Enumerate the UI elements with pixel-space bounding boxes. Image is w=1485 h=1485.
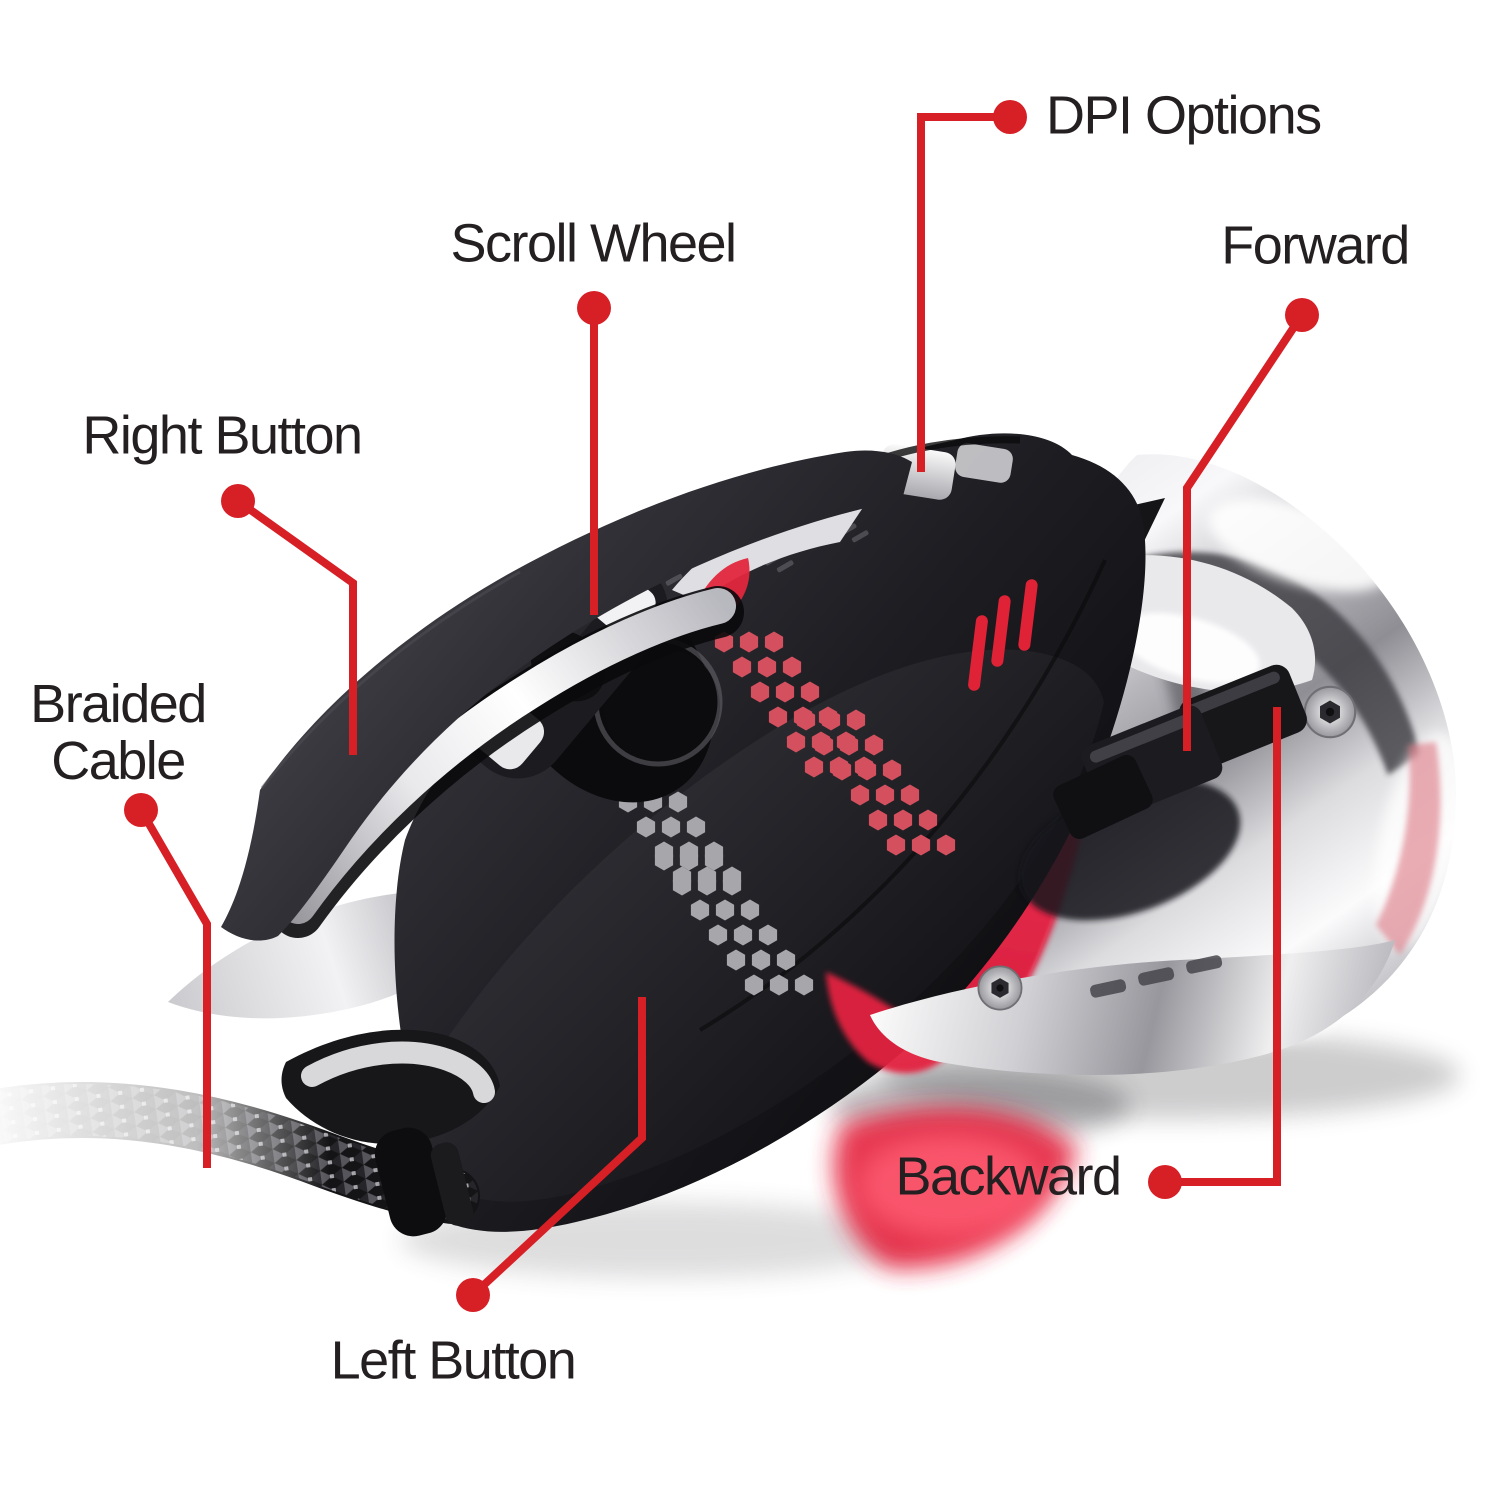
callouts: [124, 100, 1319, 1312]
side-buttons: [1019, 664, 1307, 921]
callout-line-right-button: [235, 497, 357, 755]
callout-dot-forward: [1285, 298, 1319, 332]
cable-strain-relief: [374, 1127, 448, 1237]
callout-line-forward: [1183, 312, 1306, 751]
label-braided-cable-line2: Cable: [51, 730, 186, 791]
callout-line-backward: [1165, 707, 1281, 1186]
label-braided-cable-line1: Braided: [30, 674, 207, 735]
label-right-button: Right Button: [82, 405, 363, 466]
callout-dot-dpi-options: [993, 100, 1027, 134]
label-forward: Forward: [1221, 215, 1410, 276]
label-scroll-wheel: Scroll Wheel: [450, 213, 737, 274]
label-braided-cable: Braided Cable: [30, 674, 207, 791]
callout-dot-backward: [1148, 1165, 1182, 1199]
screw: [1303, 685, 1357, 739]
left-button: [416, 649, 1105, 1202]
braided-cable: [0, 1078, 480, 1237]
red-slashes: [968, 579, 1038, 691]
callout-dot-right-button: [221, 484, 255, 518]
label-backward: Backward: [895, 1146, 1122, 1207]
screw: [977, 965, 1023, 1011]
callout-dot-braided-cable: [124, 793, 158, 827]
chrome-jaw: [826, 940, 1395, 1075]
callout-dot-scroll-wheel: [577, 291, 611, 325]
callout-line-left-button: [470, 997, 646, 1298]
callout-line-dpi-options: [917, 113, 1010, 472]
front-jaw-wing: [281, 1029, 500, 1145]
label-left-button: Left Button: [330, 1330, 577, 1391]
callout-line-braided-cable: [137, 807, 211, 1168]
callout-dot-left-button: [456, 1278, 490, 1312]
label-dpi-options: DPI Options: [1046, 85, 1322, 146]
right-button: [221, 450, 912, 941]
